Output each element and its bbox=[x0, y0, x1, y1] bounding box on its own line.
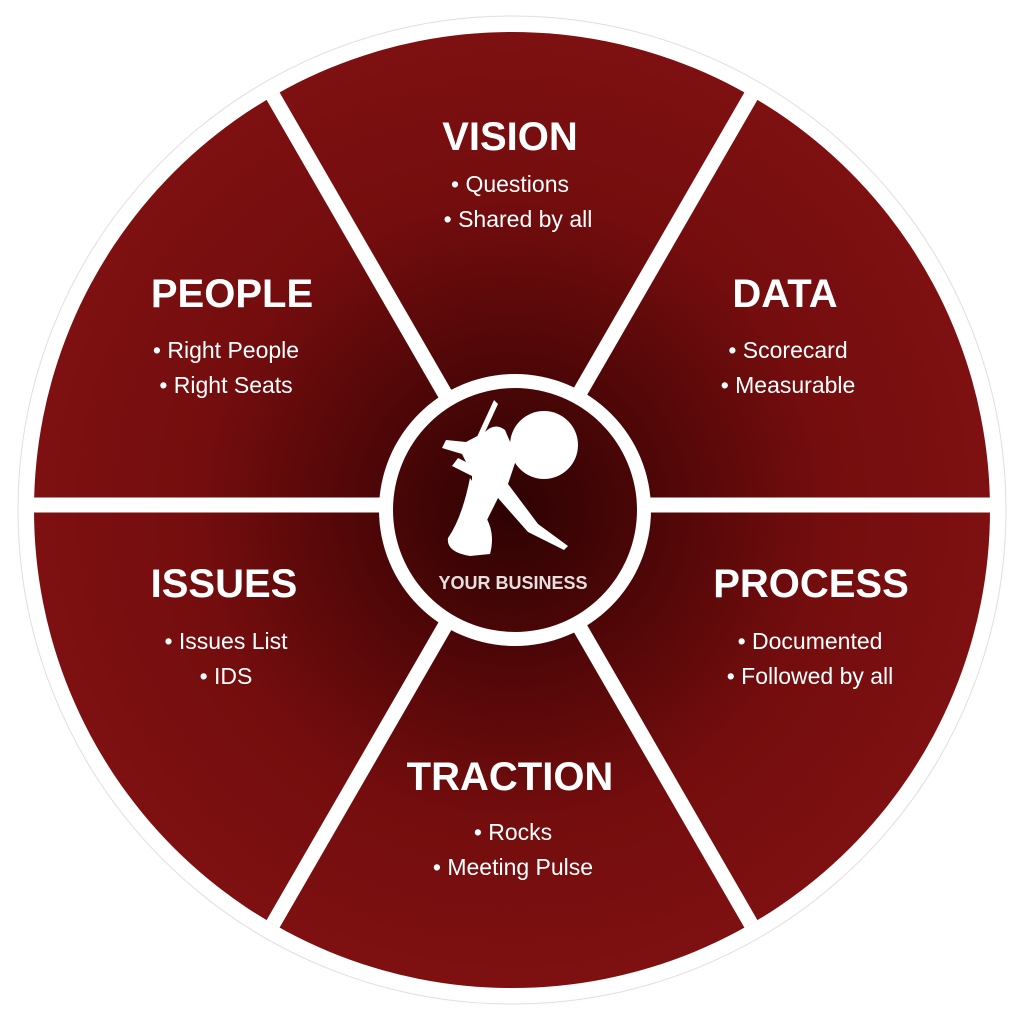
segment-bullet: • Shared by all bbox=[444, 206, 593, 232]
segment-title: VISION bbox=[442, 115, 578, 159]
segment-bullet: • Issues List bbox=[164, 628, 288, 654]
segment-bullet: • Rocks bbox=[474, 819, 552, 845]
segment-bullet: • Measurable bbox=[721, 372, 856, 398]
segment-data: DATA • Scorecard • Measurable bbox=[721, 272, 856, 398]
segment-bullet: • IDS bbox=[200, 663, 253, 689]
segment-bullet: • Followed by all bbox=[727, 663, 894, 689]
segment-title: PEOPLE bbox=[151, 272, 313, 316]
segment-vision: VISION • Questions • Shared by all bbox=[442, 115, 592, 232]
segment-bullet: • Right People bbox=[153, 337, 299, 363]
center-label: YOUR BUSINESS bbox=[438, 573, 587, 593]
segment-bullet: • Right Seats bbox=[159, 372, 292, 398]
segment-bullet: • Scorecard bbox=[728, 337, 847, 363]
segment-process: PROCESS • Documented • Followed by all bbox=[713, 562, 909, 689]
segment-traction: TRACTION • Rocks • Meeting Pulse bbox=[407, 755, 614, 880]
segment-issues: ISSUES • Issues List • IDS bbox=[151, 562, 298, 689]
spartan-warrior-icon bbox=[442, 400, 578, 556]
segment-bullet: • Documented bbox=[738, 628, 883, 654]
segment-title: DATA bbox=[732, 272, 837, 316]
segment-title: ISSUES bbox=[151, 562, 298, 606]
segment-title: PROCESS bbox=[713, 562, 909, 606]
segment-bullet: • Meeting Pulse bbox=[433, 854, 593, 880]
segment-bullet: • Questions bbox=[451, 171, 569, 197]
segment-people: PEOPLE • Right People • Right Seats bbox=[151, 272, 313, 398]
segment-title: TRACTION bbox=[407, 755, 614, 799]
